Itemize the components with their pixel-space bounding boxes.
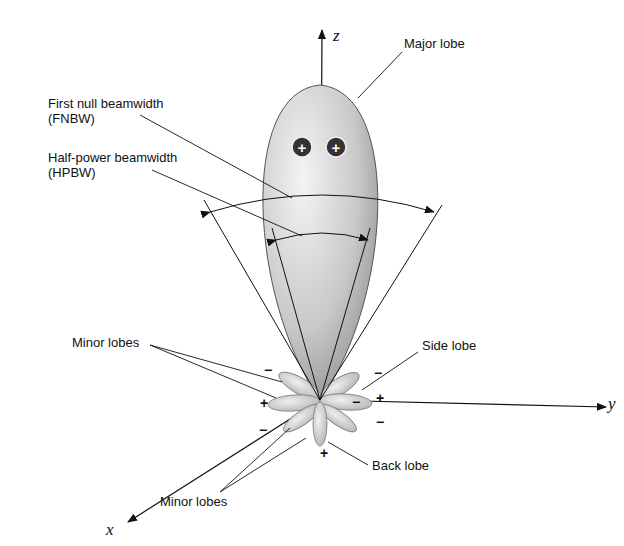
sign: +	[332, 140, 341, 155]
axis-label: x	[106, 522, 114, 537]
part-label: Minor lobes	[160, 494, 227, 509]
fnbw-markers	[204, 195, 442, 400]
axis-label: z	[333, 28, 340, 43]
major-lobe	[263, 85, 378, 400]
sign: +	[320, 446, 328, 460]
sign: +	[298, 140, 307, 155]
part-label: Half-power beamwidth (HPBW)	[48, 150, 193, 180]
sign: −	[264, 363, 272, 377]
sign: +	[376, 391, 384, 405]
part-label: Back lobe	[372, 458, 429, 473]
leader-lines	[140, 52, 418, 492]
part-label: Major lobe	[404, 36, 465, 51]
part-label: First null beamwidth (FNBW)	[48, 96, 183, 126]
sign: −	[376, 415, 384, 429]
sign-circle	[326, 137, 346, 157]
sign: −	[374, 366, 382, 380]
axis-label: y	[608, 396, 616, 411]
part-label: Side lobe	[422, 338, 476, 353]
sign: −	[352, 395, 360, 409]
hpbw-markers	[272, 228, 370, 400]
sign: −	[259, 423, 267, 437]
part-label: Minor lobes	[72, 335, 139, 350]
sign-circle	[292, 137, 312, 157]
sign: +	[260, 396, 268, 410]
